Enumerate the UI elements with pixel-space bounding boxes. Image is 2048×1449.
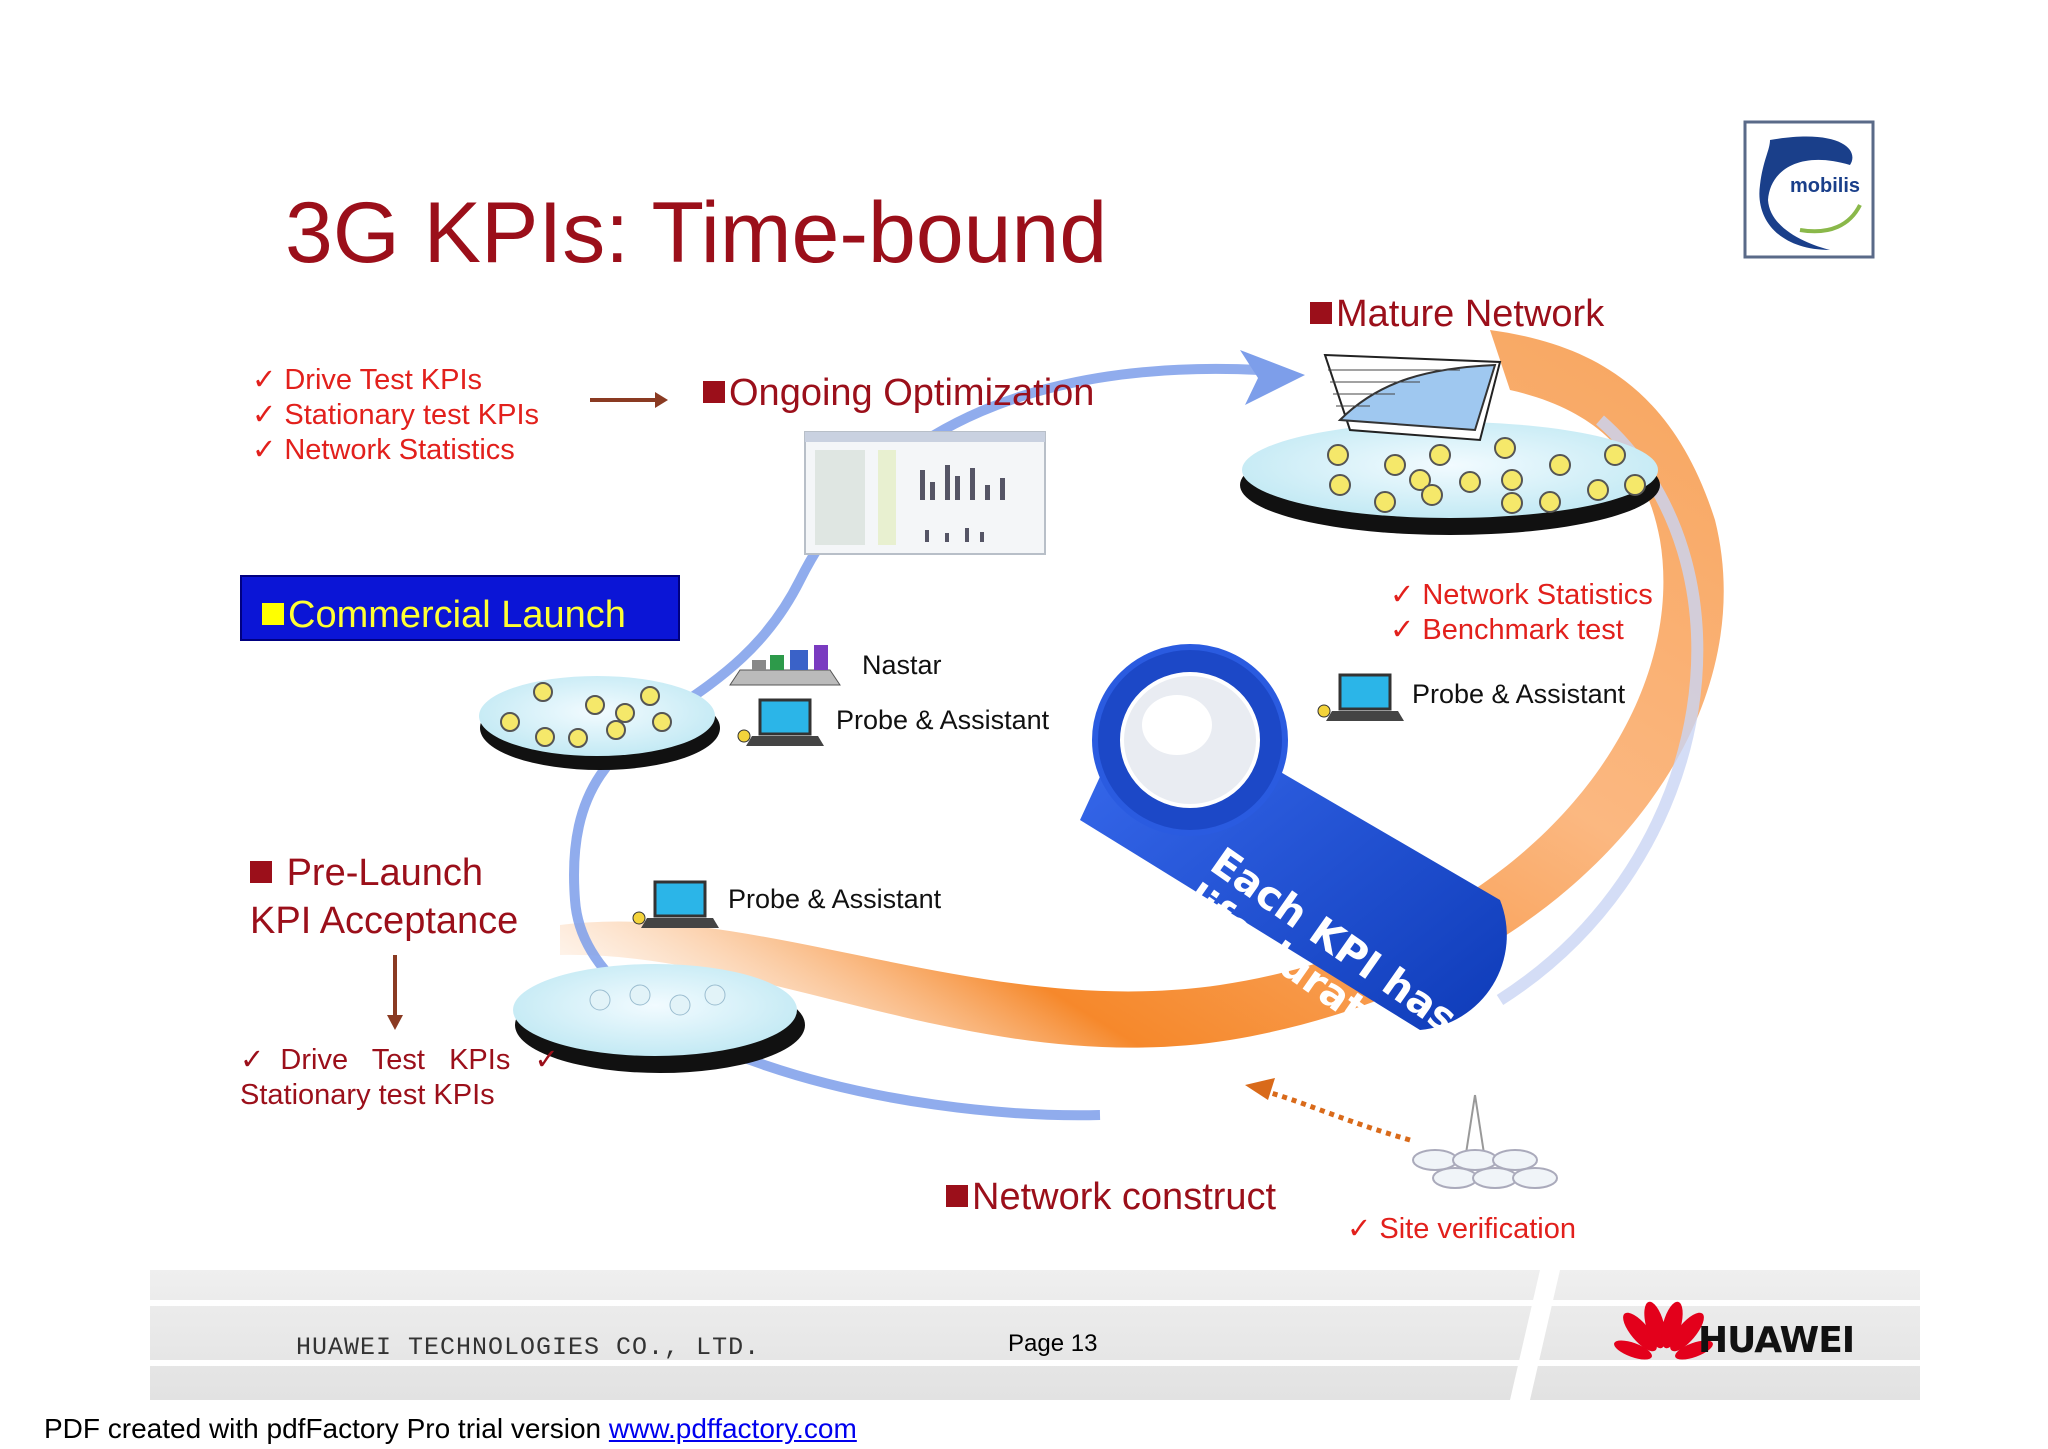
tool-probe-assistant-mature: Probe & Assistant	[1412, 679, 1626, 709]
checklist-item: ✓ Network Statistics	[1390, 579, 1653, 611]
arrow-right-icon	[590, 392, 668, 408]
site-verification-arrow	[1259, 1087, 1411, 1143]
stats-report-thumbnail	[804, 431, 1046, 555]
ongoing-checklist: ✓ Drive Test KPIs ✓ Stationary test KPIs…	[252, 363, 539, 468]
prelaunch-checklist: ✓ Drive Test KPIs ✓ Stationary test KPIs	[240, 1043, 559, 1113]
check-icon: ✓	[252, 399, 285, 431]
bullet-square-icon	[1310, 302, 1332, 324]
footer-page-number: Page 13	[1008, 1330, 1098, 1357]
phase-ongoing-optimization: Ongoing Optimization	[703, 374, 1094, 412]
construct-checklist: ✓ Site verification	[1347, 1212, 1576, 1247]
network-disk-prelaunch	[513, 964, 805, 1073]
checklist-item: ✓ Site verification	[1347, 1213, 1577, 1245]
checklist-item: ✓ Drive Test KPIs ✓	[240, 1044, 559, 1076]
bullet-square-icon	[250, 861, 272, 883]
pdffactory-link[interactable]: www.pdffactory.com	[608, 1413, 857, 1444]
phase-network-construct: Network construct	[946, 1178, 1276, 1216]
tool-probe-assistant-prelaunch: Probe & Assistant	[728, 884, 942, 914]
checklist-item: ✓ Network Statistics	[252, 434, 515, 466]
tool-nastar: Nastar	[862, 650, 942, 680]
phase-commercial-launch: Commercial Launch	[262, 596, 626, 634]
checklist-item: ✓ Benchmark test	[1390, 614, 1624, 646]
arrow-down-icon	[387, 955, 403, 1030]
blue-arrowhead-icon	[1240, 350, 1305, 405]
check-icon: ✓	[252, 364, 285, 396]
laptop-icon	[632, 673, 1404, 928]
check-icon: ✓	[1347, 1213, 1380, 1245]
smiley-icon-group	[500, 437, 1646, 748]
mature-checklist: ✓ Network Statistics ✓ Benchmark test	[1390, 578, 1653, 648]
checklist-item: ✓ Drive Test KPIs	[252, 364, 483, 396]
phase-mature-network: Mature Network	[1310, 295, 1604, 333]
slide-title: 3G KPIs: Time-bound	[285, 185, 1108, 281]
check-icon: ✓	[1390, 579, 1423, 611]
footer-band	[150, 1270, 1920, 1400]
huawei-logo-text: HUAWEI	[1698, 1320, 1855, 1361]
mature-curve-chart	[1323, 353, 1502, 442]
kpi-life-pill	[1080, 644, 1507, 1030]
network-disk-mature	[1240, 422, 1660, 535]
mobilis-logo-text: mobilis	[1790, 175, 1860, 197]
bullet-square-icon	[946, 1185, 968, 1207]
checklist-item: ✓ Stationary test KPIs	[252, 399, 540, 431]
orange-cycle-arc	[560, 330, 1724, 1048]
commercial-launch-box	[240, 575, 680, 641]
huawei-petals-icon	[1614, 1301, 1713, 1360]
check-icon: ✓	[1390, 614, 1423, 646]
server-icon	[729, 645, 841, 686]
mobilis-logo-icon: mobilis	[1743, 120, 1875, 259]
bullet-square-icon	[262, 603, 284, 625]
pdf-creation-note: PDF created with pdfFactory Pro trial ve…	[44, 1413, 857, 1444]
check-icon: ✓	[252, 434, 285, 466]
tool-probe-assistant-launch: Probe & Assistant	[836, 705, 1050, 735]
bullet-square-icon	[703, 381, 725, 403]
phase-pre-launch: Pre-Launch KPI Acceptance	[250, 852, 519, 942]
tower-icon	[1412, 1094, 1558, 1189]
footer-company: HUAWEI TECHNOLOGIES CO., LTD.	[296, 1333, 761, 1362]
dashed-arrowhead-icon	[1245, 1078, 1275, 1100]
checklist-item: Stationary test KPIs	[240, 1079, 495, 1111]
